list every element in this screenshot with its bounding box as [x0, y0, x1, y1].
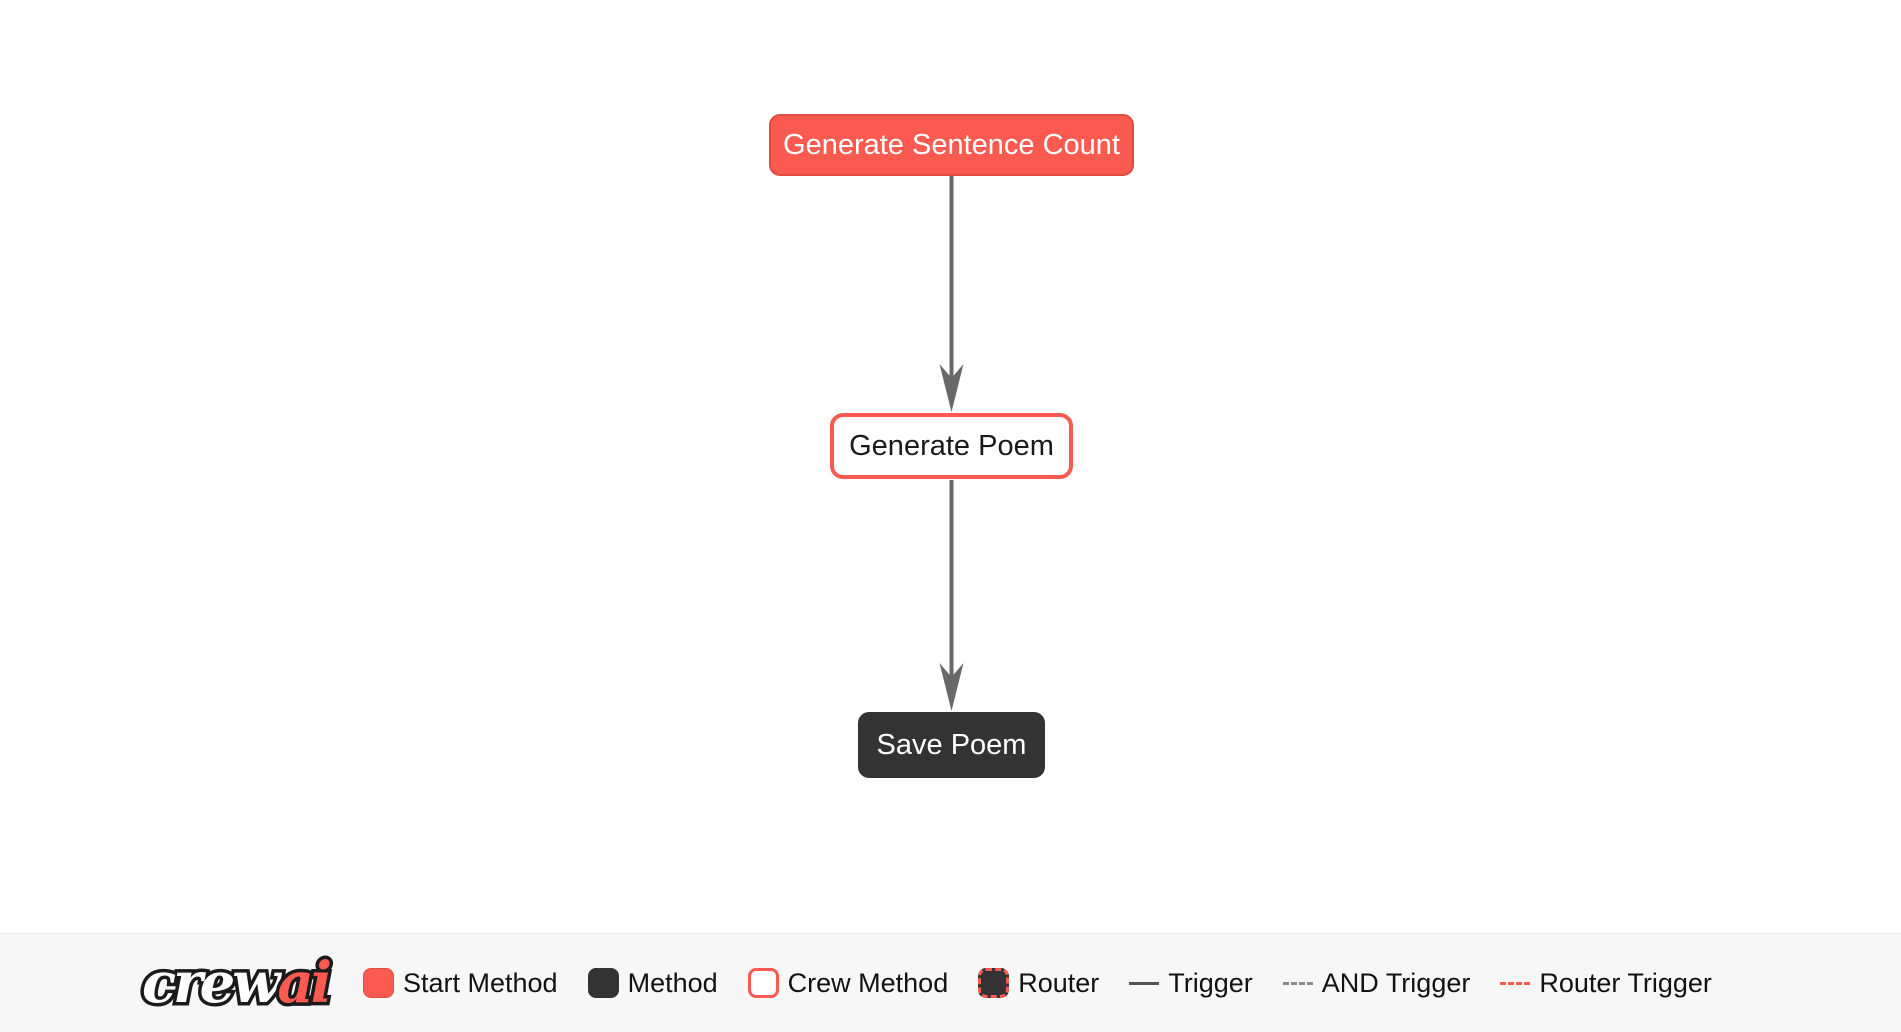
legend-label: Router Trigger: [1539, 967, 1712, 998]
legend-item-trigger: Trigger: [1129, 968, 1253, 999]
legend-label: Trigger: [1168, 967, 1253, 998]
trigger-line-icon: [1129, 981, 1160, 985]
node-generate-sentence-count[interactable]: Generate Sentence Count: [769, 114, 1134, 176]
crewai-logo: crewai: [138, 947, 335, 1020]
legend-label: Router: [1018, 967, 1100, 998]
legend-item-router-trigger: Router Trigger: [1500, 968, 1712, 999]
node-generate-poem[interactable]: Generate Poem: [830, 413, 1073, 479]
router-trigger-line-icon: [1500, 981, 1531, 985]
crew-method-swatch-icon: [747, 968, 779, 998]
legend-item-crew-method: Crew Method: [747, 967, 949, 999]
start-method-swatch-icon: [363, 968, 394, 998]
legend-item-and-trigger: AND Trigger: [1282, 967, 1471, 999]
router-swatch-icon: [978, 968, 1010, 998]
edges-layer: [939, 176, 964, 711]
node-save-poem[interactable]: Save Poem: [858, 712, 1045, 778]
legend-item-method: Method: [587, 967, 718, 999]
legend-label: Start Method: [403, 967, 558, 998]
arrowhead-icon: [939, 364, 964, 412]
edge-generate-poem-to-save-poem: [939, 480, 964, 711]
and-trigger-line-icon: [1282, 981, 1313, 985]
crewai-logo-crew: crew: [138, 947, 283, 1020]
edge-generate-sentence-count-to-generate-poem: [939, 176, 964, 412]
method-swatch-icon: [587, 968, 619, 998]
arrowhead-icon: [939, 663, 964, 711]
crewai-logo-ai: ai: [274, 947, 335, 1020]
legend-bar: crewai Start Method Method Crew Method R…: [0, 933, 1901, 1032]
legend-label: Crew Method: [787, 967, 949, 998]
flow-canvas[interactable]: Generate Sentence Count Generate Poem Sa…: [0, 0, 1901, 933]
legend-label: Method: [627, 967, 718, 998]
legend-label: AND Trigger: [1321, 967, 1471, 998]
legend-item-start-method: Start Method: [363, 968, 558, 999]
legend-item-router: Router: [978, 968, 1099, 999]
